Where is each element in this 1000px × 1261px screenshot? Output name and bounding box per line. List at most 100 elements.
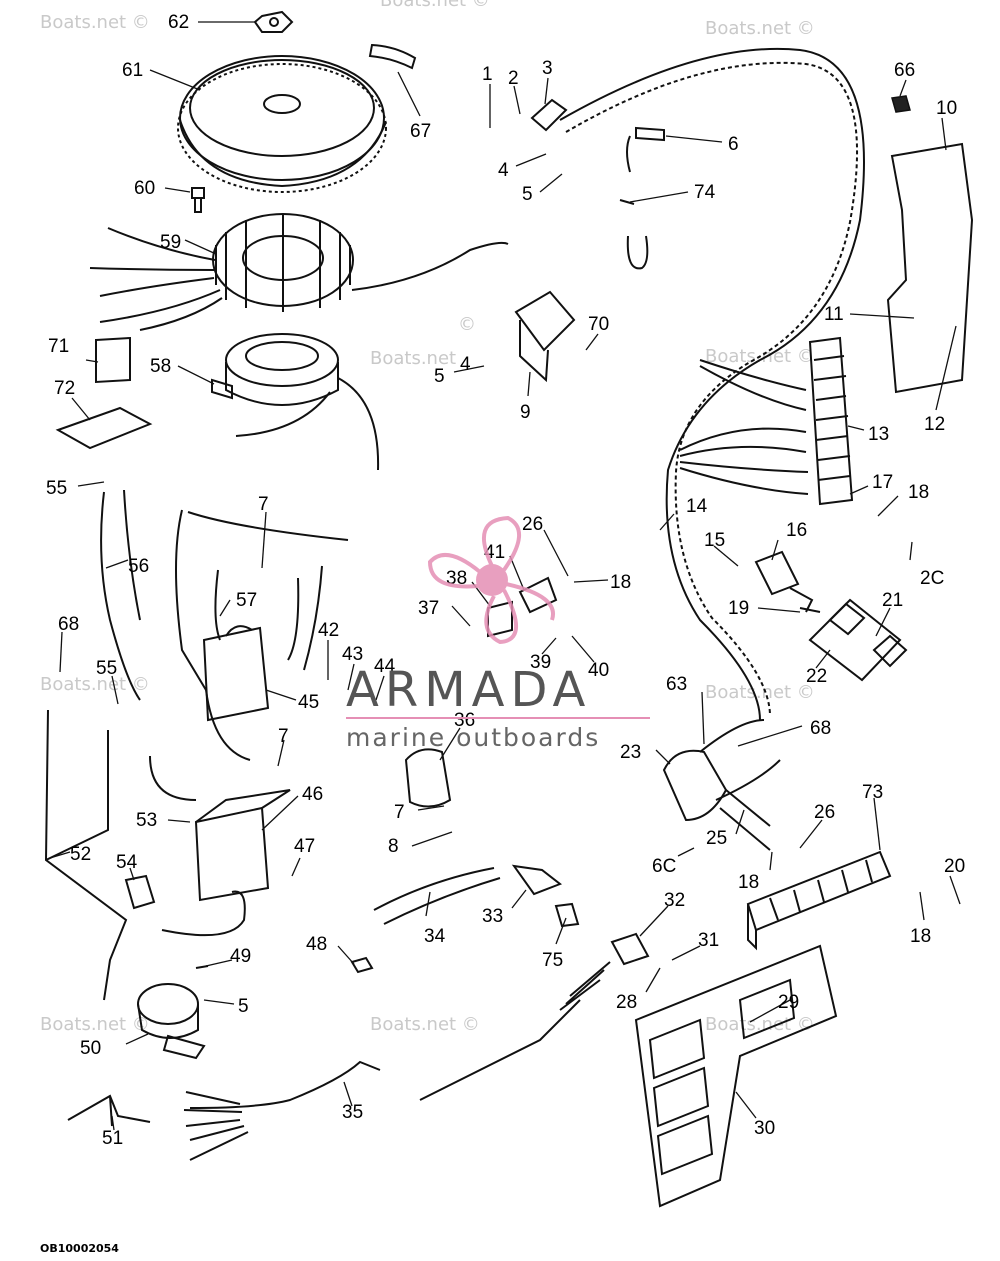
callout-44: 44 xyxy=(374,656,396,677)
callout-15: 15 xyxy=(704,530,725,551)
lead-52 xyxy=(44,709,128,1001)
capacitor-36 xyxy=(404,748,452,808)
callout-7: 7 xyxy=(394,802,405,823)
brand-overlay: ARMADA marine outboards Boats.net © xyxy=(346,314,650,752)
callout-66: 66 xyxy=(894,60,915,81)
connector-54 xyxy=(124,874,156,910)
stud-75 xyxy=(554,902,580,928)
callout-43: 43 xyxy=(342,644,363,665)
stator-59 xyxy=(89,213,509,331)
callout-30: 30 xyxy=(754,1118,775,1139)
callout-13: 13 xyxy=(868,424,889,445)
brand-tagline: marine outboards xyxy=(346,723,600,752)
watermark-boats-net: Boats.net © xyxy=(370,1014,480,1035)
lead-34 xyxy=(373,867,501,925)
callout-28: 28 xyxy=(616,992,637,1013)
screw-49 xyxy=(195,965,209,969)
callout-55: 55 xyxy=(96,658,117,679)
callout-67: 67 xyxy=(410,121,431,142)
watermarks: Boats.net © Boats.net © Boats.net © Boat… xyxy=(40,0,815,1035)
bracket-plate-30 xyxy=(634,944,838,1208)
callout-55: 55 xyxy=(46,478,67,499)
callout-8: 8 xyxy=(388,836,399,857)
harness-14 xyxy=(559,47,865,721)
callout-62: 62 xyxy=(168,12,189,33)
callout-5: 5 xyxy=(522,184,533,205)
callout-22: 22 xyxy=(806,666,827,687)
bracket-3 xyxy=(530,98,568,132)
callout-29: 29 xyxy=(778,992,799,1013)
callout-35: 35 xyxy=(342,1102,363,1123)
callout-75: 75 xyxy=(542,950,563,971)
callout-5: 5 xyxy=(434,366,445,387)
callout-labels: 62 61 67 60 59 1 2 3 4 5 6 74 66 10 11 1… xyxy=(46,12,965,1149)
callout-18: 18 xyxy=(738,872,759,893)
callout-25: 25 xyxy=(706,828,727,849)
solenoid-23 xyxy=(662,719,781,851)
callout-23: 23 xyxy=(620,742,641,763)
callout-18: 18 xyxy=(610,572,631,593)
power-pack-46 xyxy=(149,755,291,937)
watermark-boats-net: Boats.net © xyxy=(705,682,815,703)
nut-hole xyxy=(269,17,279,27)
callout-16: 16 xyxy=(786,520,807,541)
callout-6: 6 xyxy=(728,134,739,155)
callout-26: 26 xyxy=(522,514,543,535)
callout-50: 50 xyxy=(80,1038,101,1059)
flywheel-61 xyxy=(177,55,387,193)
nut-62 xyxy=(253,10,294,33)
callout-71: 71 xyxy=(48,336,69,357)
callout-18: 18 xyxy=(908,482,929,503)
bolt-60 xyxy=(191,187,205,213)
callout-11: 11 xyxy=(824,304,844,325)
watermark-boats-net: Boats.net © xyxy=(705,18,815,39)
callout-45: 45 xyxy=(298,692,319,713)
callout-2: 2 xyxy=(508,68,519,89)
callout-39: 39 xyxy=(530,652,551,673)
callout-14: 14 xyxy=(686,496,708,517)
callout-9: 9 xyxy=(520,402,531,423)
key-switch-16 xyxy=(754,550,821,613)
callout-56: 56 xyxy=(128,556,149,577)
callout-37: 37 xyxy=(418,598,439,619)
grommet-32 xyxy=(610,932,650,966)
lead-56 xyxy=(100,489,141,701)
callout-33: 33 xyxy=(482,906,503,927)
watermark-boats-net: Boats.net © xyxy=(40,12,150,33)
document-code: OB10002054 xyxy=(40,1242,119,1255)
brand-name: ARMADA xyxy=(346,662,591,718)
callout-42: 42 xyxy=(318,620,339,641)
timer-base-58 xyxy=(211,333,380,471)
callout-4: 4 xyxy=(460,354,471,375)
callout-74: 74 xyxy=(694,182,716,203)
callout-51: 51 xyxy=(102,1128,123,1149)
clamp-48 xyxy=(350,956,374,974)
key-67 xyxy=(368,43,417,70)
leader-lines xyxy=(49,21,961,1131)
callout-17: 17 xyxy=(872,472,893,493)
callout-68: 68 xyxy=(58,614,79,635)
callout-53: 53 xyxy=(136,810,157,831)
callout-20: 20 xyxy=(944,856,965,877)
callout-68: 68 xyxy=(810,718,831,739)
callout-7: 7 xyxy=(258,494,269,515)
rectifier-9 xyxy=(514,290,576,383)
callout-48: 48 xyxy=(306,934,327,955)
callout-32: 32 xyxy=(664,890,685,911)
callout-49: 49 xyxy=(230,946,251,967)
callout-72: 72 xyxy=(54,378,75,399)
plate-10 xyxy=(886,142,974,394)
callout-54: 54 xyxy=(116,852,138,873)
callout-63: 63 xyxy=(666,674,687,695)
callout-20: 2C xyxy=(920,568,944,589)
callout-4: 4 xyxy=(498,160,509,181)
watermark-boats-net: Boats.net © xyxy=(40,1014,150,1035)
watermark-boats-net: Boats.net © xyxy=(705,1014,815,1035)
clip-74 xyxy=(619,199,649,270)
callout-19: 19 xyxy=(728,598,749,619)
callout-60: 60 xyxy=(134,178,155,199)
callout-21: 21 xyxy=(882,590,903,611)
callout-61: 61 xyxy=(122,60,143,81)
callout-57: 57 xyxy=(236,590,257,611)
